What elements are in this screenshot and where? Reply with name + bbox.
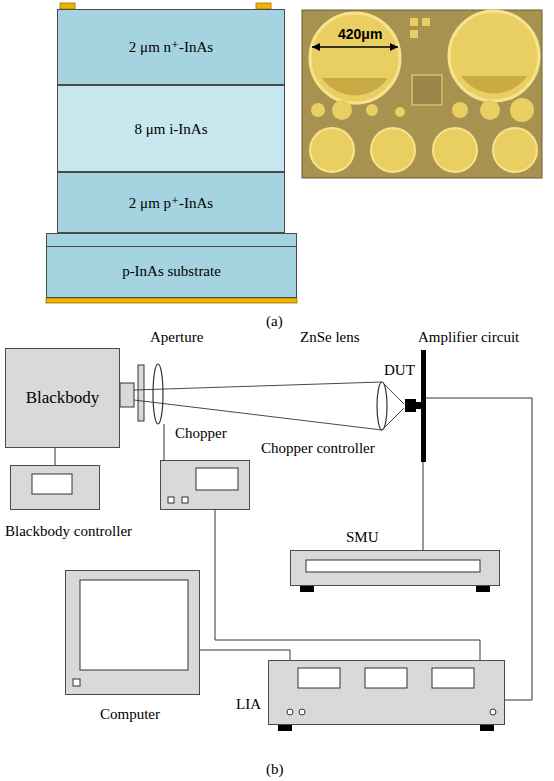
dimension-line <box>312 46 398 48</box>
foot <box>480 725 494 731</box>
layer-band: 2 μm p⁺-InAs <box>57 172 285 233</box>
layer-band: 2 μm n⁺-InAs <box>57 9 285 85</box>
wire <box>215 510 480 660</box>
wire <box>55 448 56 465</box>
node-text: p-InAs substrate <box>47 262 296 280</box>
blackbody-box: Blackbody <box>5 348 120 448</box>
beam-line <box>134 382 382 390</box>
wire <box>200 650 290 660</box>
controller-box: Chopper controller <box>160 460 250 510</box>
node-text: LIA <box>236 695 261 713</box>
part-label: Chopper <box>175 424 227 442</box>
pad <box>332 100 352 120</box>
node-text: Chopper controller <box>261 439 375 457</box>
monitor-screen <box>80 580 188 670</box>
smu-fill <box>290 550 500 586</box>
connector <box>299 709 305 715</box>
smu-box: SMU <box>290 550 500 586</box>
pad-inner <box>322 78 388 95</box>
beam-line <box>134 400 382 430</box>
pad <box>510 98 534 122</box>
chopper-symbol <box>153 364 163 424</box>
part-label: Aperture <box>150 328 203 346</box>
node-text: 8 μm i-InAs <box>134 120 207 138</box>
blackbody-fill <box>5 348 120 448</box>
pad <box>310 13 400 103</box>
panel-label: (a) <box>266 312 283 330</box>
lia-box: LIA <box>268 660 505 725</box>
lens-symbol <box>377 382 387 430</box>
lia-screen <box>432 668 474 688</box>
wire-line <box>55 448 56 465</box>
pad <box>366 104 378 116</box>
dut-pin <box>416 402 421 409</box>
monitor-fill <box>65 570 200 695</box>
pad <box>449 11 539 101</box>
pad <box>493 128 537 172</box>
mark <box>422 18 430 26</box>
mark <box>412 75 442 105</box>
button <box>182 497 188 503</box>
part-label: ZnSe lens <box>300 328 360 346</box>
pad <box>452 102 468 118</box>
controller-box: Blackbody controller <box>10 465 100 510</box>
panel-label: (b) <box>266 760 284 778</box>
dimension-arrow <box>312 43 398 51</box>
lia-screen <box>365 668 407 688</box>
layer-band: 8 μm i-InAs <box>57 85 285 172</box>
pad <box>371 128 415 172</box>
smu-slot <box>306 560 480 572</box>
node-text: Blackbody controller <box>5 522 132 540</box>
amplifier-board <box>421 350 426 462</box>
button <box>73 679 80 686</box>
foot <box>476 586 490 592</box>
part-label: Amplifier circuit <box>418 328 519 346</box>
dut-symbol <box>405 399 416 412</box>
computer-monitor: Computer <box>65 570 200 695</box>
controller-fill <box>160 460 250 510</box>
controller-screen <box>32 474 72 494</box>
pad-inner <box>461 76 527 93</box>
wire <box>426 398 532 700</box>
pad <box>311 103 325 117</box>
photo-ground <box>302 10 542 178</box>
wire-line <box>215 510 480 660</box>
substrate-band: p-InAs substrate <box>46 233 297 298</box>
wire <box>164 424 165 460</box>
node-text: Computer <box>100 705 160 723</box>
part-label: DUT <box>384 361 415 379</box>
controller-screen <box>196 468 238 490</box>
lia-fill <box>268 660 505 725</box>
pad <box>310 128 354 172</box>
connector <box>490 709 496 715</box>
micrograph <box>302 10 542 178</box>
wire <box>423 462 424 550</box>
foot <box>300 586 314 592</box>
mark <box>410 18 418 26</box>
bottom-contact <box>46 298 297 303</box>
node-text: SMU <box>346 528 379 546</box>
pad <box>480 100 500 120</box>
node-text: Blackbody <box>26 389 100 407</box>
node-text: 2 μm p⁺-InAs <box>129 194 213 212</box>
foot <box>278 725 292 731</box>
node-text: 2 μm n⁺-InAs <box>129 38 213 56</box>
dimension-label: 420μm <box>338 25 382 43</box>
mark <box>410 30 418 38</box>
blackbody-port <box>120 383 134 407</box>
pad <box>433 128 477 172</box>
button <box>168 497 174 503</box>
lia-screen <box>298 668 340 688</box>
pad <box>395 107 405 117</box>
aperture-plate <box>138 365 144 421</box>
controller-fill <box>10 465 100 510</box>
wire-line <box>200 650 290 660</box>
connector <box>287 709 293 715</box>
